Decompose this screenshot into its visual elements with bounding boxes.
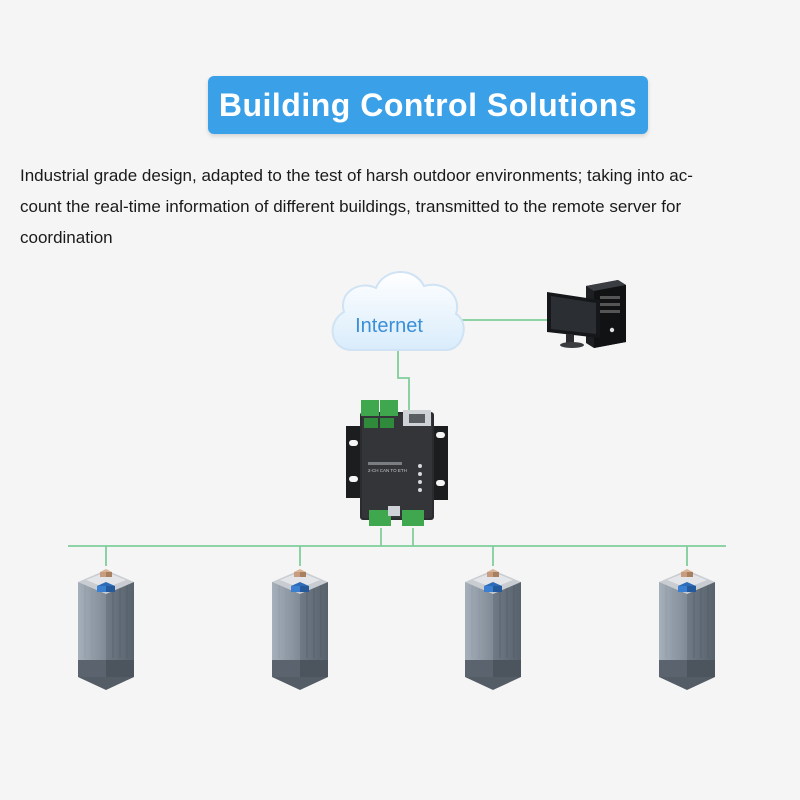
description-line-2: count the real-time information of diffe…: [20, 197, 682, 216]
cloud-label: Internet: [355, 315, 423, 337]
can-to-ethernet-converter-icon: 2-CH CAN TO ETH: [346, 400, 448, 526]
connection-lines: [68, 319, 726, 566]
building-icon-1: [77, 568, 135, 691]
line-internet-to-device: [397, 350, 410, 412]
cloud-icon: Internet: [331, 271, 465, 351]
title-banner: Building Control Solutions: [208, 76, 648, 134]
description: Industrial grade design, adapted to the …: [20, 160, 780, 253]
description-line-1: Industrial grade design, adapted to the …: [20, 166, 693, 185]
device-label: 2-CH CAN TO ETH: [368, 468, 407, 473]
desktop-computer-icon: [547, 280, 626, 348]
building-icon-2: [271, 568, 329, 691]
building-icon-3: [464, 568, 522, 691]
description-line-3: coordination: [20, 228, 113, 247]
page-title: Building Control Solutions: [218, 86, 638, 123]
building-icon-4: [658, 568, 716, 691]
